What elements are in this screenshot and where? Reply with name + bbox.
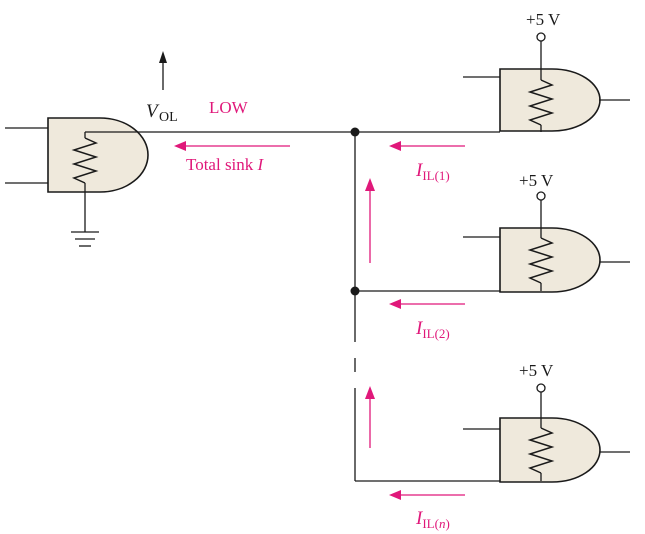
vol-arrowhead-icon: [159, 51, 167, 63]
driver-gate-body: [47, 117, 149, 193]
vol-label: V: [146, 101, 160, 122]
bus-arrowhead-icon-1: [365, 178, 375, 191]
supply-label-n: +5 V: [519, 361, 554, 380]
total-sink-label: Total sink I: [186, 155, 265, 174]
supply-label-1: +5 V: [526, 10, 561, 29]
iil2-arrow: [389, 299, 465, 309]
load-gate-n-body: [499, 417, 601, 483]
total-sink-arrow: [174, 141, 290, 151]
vol-subscript: OL: [159, 110, 178, 125]
bus-arrowhead-icon-2: [365, 386, 375, 399]
iiln-label: IIL(n): [415, 508, 450, 531]
load-resistor-icon-1: [527, 79, 555, 126]
iil2-arrowhead-icon: [389, 299, 401, 309]
load-gate-2-body: [499, 227, 601, 293]
vol-indicator: V OL: [146, 51, 178, 125]
driver-gate: [5, 117, 355, 247]
iil1-arrowhead-icon: [389, 141, 401, 151]
supply-terminal-icon-2: [536, 191, 546, 201]
load-gate-n: +5 V: [463, 361, 630, 483]
supply-terminal-icon-1: [536, 32, 546, 42]
bus-wiring: [350, 127, 500, 482]
total-sink-arrowhead-icon: [174, 141, 186, 151]
load-resistor-icon-n: [527, 427, 555, 474]
driver-resistor-icon: [71, 137, 99, 184]
bus-current-arrow-1: [365, 178, 375, 263]
iiln-arrowhead-icon: [389, 490, 401, 500]
supply-label-2: +5 V: [519, 171, 554, 190]
load-resistor-icon-2: [527, 237, 555, 284]
iiln-arrow: [389, 490, 465, 500]
junction-dot-1: [350, 127, 360, 137]
iil1-label: IIL(1): [415, 160, 450, 183]
bus-current-arrow-2: [365, 386, 375, 448]
load-gate-1: +5 V: [463, 10, 630, 132]
iil1-arrow: [389, 141, 465, 151]
ground-icon: [71, 231, 99, 247]
junction-dot-2: [350, 286, 360, 296]
supply-terminal-icon-n: [536, 383, 546, 393]
low-label: LOW: [209, 98, 249, 117]
iil2-label: IIL(2): [415, 318, 450, 341]
load-gate-2: +5 V: [463, 171, 630, 293]
